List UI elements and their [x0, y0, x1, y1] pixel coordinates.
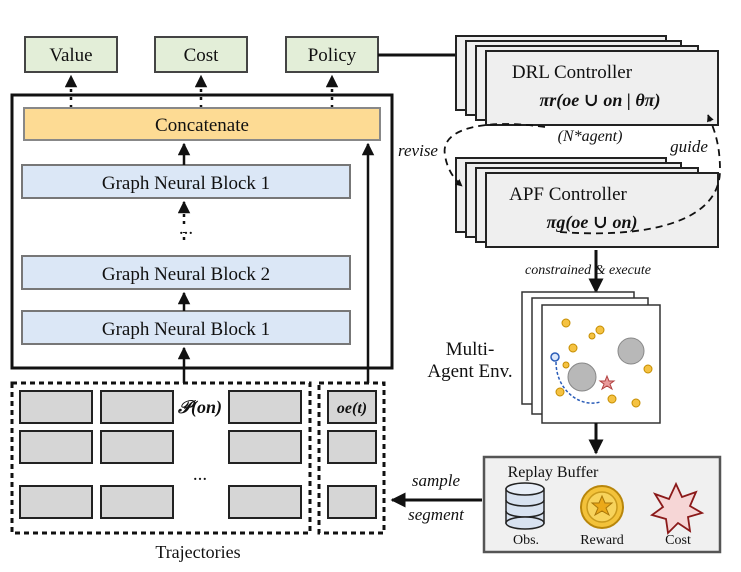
agent-icon [568, 343, 578, 353]
constrained-execute-label: constrained & execute [525, 263, 651, 278]
apf-controller-stack: APF Controller πg(oe ∪ on) [455, 157, 719, 248]
gnb-top-label: Graph Neural Block 1 [102, 173, 270, 194]
cost-burst-icon [649, 481, 705, 535]
trajectory-oe-frame [317, 381, 386, 535]
graph-neural-block-top: Graph Neural Block 1 [21, 164, 351, 199]
replay-buffer-title: Replay Buffer [508, 464, 599, 481]
agent-icon [595, 325, 605, 335]
apf-controller-formula: πg(oe ∪ on) [547, 212, 638, 233]
reward-medal-icon [580, 485, 624, 529]
value-output-box: Value [24, 36, 118, 73]
policy-label: Policy [308, 45, 357, 66]
trajectory-cell [19, 430, 93, 464]
trajectory-cell [228, 430, 302, 464]
trajectory-cell [19, 485, 93, 519]
segment-label: segment [408, 505, 465, 524]
cost-output-box: Cost [154, 36, 248, 73]
cost-buffer-label: Cost [665, 533, 691, 548]
network-internal-arrows [177, 142, 375, 383]
drl-controller-formula: πr(oe ∪ on | θπ) [539, 90, 660, 111]
multi-agent-env [521, 291, 661, 424]
database-icon [505, 482, 545, 530]
agent-icon [562, 361, 570, 369]
agent-icon [607, 394, 617, 404]
pn-label: 𝒫(on) [177, 397, 222, 418]
network-ellipsis: ... [179, 218, 193, 239]
env-label-line1: Multi- [446, 339, 495, 360]
replay-buffer: Replay Buffer Obs. Reward Cost [482, 455, 722, 554]
agent-icon [631, 398, 641, 408]
agent-icon [555, 387, 565, 397]
output-arrows [64, 74, 339, 108]
guide-label: guide [670, 137, 708, 156]
trajectory-cell [228, 485, 302, 519]
gnb-bottom-label: Graph Neural Block 1 [102, 319, 270, 340]
trajectory-ellipsis: ... [193, 464, 207, 485]
ego-agent-icon [550, 352, 560, 362]
agent-icon [643, 364, 653, 374]
ego-trajectory-path [555, 361, 601, 404]
trajectories-label: Trajectories [155, 542, 240, 562]
reward-label: Reward [580, 533, 624, 548]
revise-guide-loop [443, 114, 721, 235]
trajectory-cell [100, 485, 174, 519]
trajectory-cell [100, 390, 174, 424]
gnb-mid-label: Graph Neural Block 2 [102, 264, 270, 285]
graph-neural-block-bottom: Graph Neural Block 1 [21, 310, 351, 345]
drl-controller-stack: DRL Controller πr(oe ∪ on | θπ) [455, 35, 719, 126]
policy-output-box: Policy [285, 36, 379, 73]
value-label: Value [49, 45, 92, 66]
concatenate-label: Concatenate [155, 115, 249, 136]
revise-label: revise [398, 141, 438, 160]
trajectory-cell [19, 390, 93, 424]
agent-icon [561, 318, 571, 328]
goal-star-icon [598, 374, 616, 391]
network-frame [10, 93, 394, 370]
graph-neural-block-mid: Graph Neural Block 2 [21, 255, 351, 290]
apf-controller-title: APF Controller [509, 184, 627, 205]
oe-cell [327, 390, 377, 424]
oe-cell [327, 430, 377, 464]
oe-label: oe(t) [337, 400, 367, 417]
sample-label: sample [412, 471, 461, 490]
concatenate-block: Concatenate [23, 107, 381, 141]
agents-count-label: (N*agent) [558, 128, 623, 145]
env-label-line2: Agent Env. [427, 361, 512, 382]
trajectory-pn-frame [10, 381, 312, 535]
obstacle-icon [567, 362, 597, 392]
trajectories-group: 𝒫(on) oe(t) ... Trajectories [10, 381, 386, 562]
cost-label: Cost [184, 45, 220, 66]
trajectory-cell [228, 390, 302, 424]
obs-label: Obs. [513, 533, 539, 548]
drl-controller-title: DRL Controller [512, 62, 633, 83]
agent-icon [588, 332, 596, 340]
obstacle-icon [617, 337, 645, 365]
trajectory-cell [100, 430, 174, 464]
oe-cell [327, 485, 377, 519]
